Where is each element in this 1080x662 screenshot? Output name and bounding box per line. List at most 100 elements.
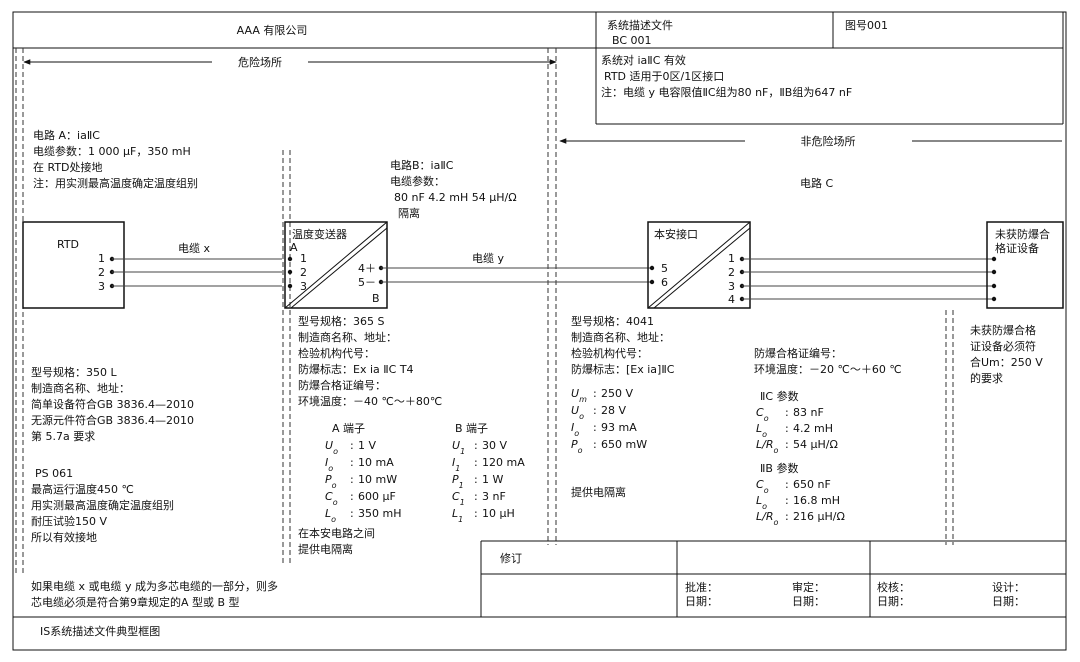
- group-iic-colon-0: :: [785, 406, 789, 419]
- uncertified-title-2: 格证设备: [995, 241, 1039, 255]
- check-date: 日期：: [877, 595, 910, 608]
- svg-text:所以有效接地: 所以有效接地: [31, 530, 97, 544]
- svg-text:芯电缆必须是符合第9章规定的A 型或 B 型: 芯电缆必须是符合第9章规定的A 型或 B 型: [31, 595, 240, 609]
- circuit-c-label: 电路 C: [800, 177, 833, 190]
- doc-title: 系统描述文件: [607, 18, 673, 32]
- group-iib-symbol-1: Lo: [756, 494, 767, 511]
- svg-text:合Um：250 V: 合Um：250 V: [970, 355, 1043, 369]
- svg-text:环境温度：－40 ℃～＋80℃: 环境温度：－40 ℃～＋80℃: [298, 394, 442, 408]
- barrier-param-colon-1: :: [593, 404, 597, 417]
- terminal-b-symbol-0: U1: [452, 439, 465, 456]
- transmitter-pin-1: 1: [300, 252, 307, 265]
- group-iib-colon-0: :: [785, 478, 789, 491]
- system-note-3: 注：电缆 y 电容限值ⅡC组为80 nF，ⅡB组为647 nF: [601, 85, 852, 99]
- non-hazardous-zone-indicator: 非危险场所: [559, 134, 1062, 148]
- cable-x-label: 电缆 x: [178, 242, 210, 255]
- svg-text:防爆合格证编号：: 防爆合格证编号：: [754, 346, 842, 360]
- terminal-a-symbol-4: Lo: [325, 507, 336, 524]
- group-iib-symbol-0: Co: [756, 478, 769, 495]
- svg-text:型号规格：365 S: 型号规格：365 S: [298, 314, 384, 328]
- svg-text:用实测最高温度确定温度组别: 用实测最高温度确定温度组别: [31, 498, 174, 512]
- svg-text:PS 061: PS 061: [35, 467, 73, 480]
- barrier-isolation: 提供电隔离: [571, 485, 626, 499]
- transmitter-pin-4: 4＋: [358, 262, 376, 275]
- barrier-param-symbol-2: Io: [571, 421, 579, 438]
- svg-text:制造商名称、地址：: 制造商名称、地址：: [571, 330, 670, 344]
- terminal-a-colon-3: :: [350, 490, 354, 503]
- terminal-b-value-0: 30 V: [482, 439, 507, 452]
- barrier-cert: 防爆合格证编号： 环境温度：－20 ℃～＋60 ℃: [754, 346, 902, 376]
- cable-y-label: 电缆 y: [472, 252, 504, 265]
- barrier-title: 本安接口: [654, 227, 698, 241]
- group-iic-symbol-0: Co: [756, 406, 769, 423]
- transmitter-info: 型号规格：365 S 制造商名称、地址： 检验机构代号： 防爆标志：Ex ia …: [298, 314, 442, 408]
- terminal-a-symbol-0: Uo: [325, 439, 338, 456]
- non-hazardous-zone-label: 非危险场所: [801, 134, 856, 148]
- uncertified-title-1: 未获防爆合: [995, 227, 1050, 241]
- transmitter-isolation: 在本安电路之间 提供电隔离: [298, 526, 375, 556]
- drawing-border: [12, 11, 1067, 651]
- approve-label: 批准：: [685, 580, 718, 594]
- uncertified-device-block: 未获防爆合 格证设备: [986, 221, 1064, 309]
- svg-text:制造商名称、地址：: 制造商名称、地址：: [31, 381, 130, 395]
- svg-text:B 端子: B 端子: [455, 422, 488, 435]
- svg-text:制造商名称、地址：: 制造商名称、地址：: [298, 330, 397, 344]
- svg-text:型号规格：4041: 型号规格：4041: [571, 314, 654, 328]
- transmitter-title: 温度变送器: [292, 227, 347, 241]
- svg-text:A 端子: A 端子: [332, 422, 365, 435]
- svg-text:未获防爆合格: 未获防爆合格: [970, 323, 1036, 337]
- transmitter-side-a: A: [290, 241, 298, 254]
- svg-text:证设备必须符: 证设备必须符: [970, 339, 1036, 353]
- terminal-b-colon-3: :: [474, 490, 478, 503]
- barrier-pin-6: 6: [661, 276, 668, 289]
- uncertified-note: 未获防爆合格 证设备必须符 合Um：250 V 的要求: [970, 323, 1043, 385]
- barrier-pin-1: 1: [728, 252, 735, 265]
- terminal-a-value-2: 10 mW: [358, 473, 397, 486]
- terminal-b-colon-2: :: [474, 473, 478, 486]
- terminal-b-symbol-4: L1: [452, 507, 463, 524]
- revision-label: 修订: [500, 551, 522, 565]
- group-iic-symbol-1: Lo: [756, 422, 767, 439]
- terminal-a-symbol-1: Io: [325, 456, 333, 473]
- group-iic-colon-2: :: [785, 438, 789, 451]
- rtd-pin-2: 2: [98, 266, 105, 279]
- design-date: 日期：: [992, 595, 1025, 608]
- barrier-param-value-0: 250 V: [601, 387, 633, 400]
- circuit-b-info: 电路B：iaⅡC 电缆参数： 80 nF 4.2 mH 54 μH/Ω 隔离: [390, 159, 517, 220]
- design-label: 设计：: [992, 581, 1025, 594]
- svg-text:最高运行温度450 ℃: 最高运行温度450 ℃: [31, 482, 134, 496]
- svg-text:注：用实测最高温度确定温度组别: 注：用实测最高温度确定温度组别: [33, 176, 198, 190]
- svg-text:如果电缆 x 或电缆 y 成为多芯电缆的一部分，则多: 如果电缆 x 或电缆 y 成为多芯电缆的一部分，则多: [31, 579, 278, 593]
- terminal-b-value-3: 3 nF: [482, 490, 506, 503]
- svg-text:型号规格：350 L: 型号规格：350 L: [31, 365, 117, 379]
- svg-text:提供电隔离: 提供电隔离: [298, 542, 353, 556]
- group-iib-colon-1: :: [785, 494, 789, 507]
- terminal-b-value-1: 120 mA: [482, 456, 525, 469]
- svg-text:无源元件符合GB 3836.4—2010: 无源元件符合GB 3836.4—2010: [31, 413, 194, 427]
- terminal-a-value-0: 1 V: [358, 439, 376, 452]
- barrier-param-symbol-0: Um: [571, 387, 587, 404]
- group-iic-colon-1: :: [785, 422, 789, 435]
- rtd-block: RTD 1 2 3: [22, 221, 125, 309]
- terminal-b-symbol-2: P1: [452, 473, 464, 490]
- transmitter-pin-5: 5－: [358, 276, 376, 289]
- group-iic-value-1: 4.2 mH: [793, 422, 833, 435]
- svg-text:电缆参数：1 000 μF，350 mH: 电缆参数：1 000 μF，350 mH: [33, 144, 191, 158]
- barrier-pin-5: 5: [661, 262, 668, 275]
- barrier-param-value-3: 650 mW: [601, 438, 647, 451]
- svg-text:ⅡC 参数: ⅡC 参数: [760, 389, 799, 403]
- terminal-b-colon-0: :: [474, 439, 478, 452]
- svg-text:简单设备符合GB 3836.4—2010: 简单设备符合GB 3836.4—2010: [31, 397, 194, 411]
- svg-text:防爆标志：[Ex ia]ⅡC: 防爆标志：[Ex ia]ⅡC: [571, 362, 675, 376]
- barrier-param-colon-0: :: [593, 387, 597, 400]
- approve-date: 日期：: [685, 595, 718, 608]
- group-iic-symbol-2: L/Ro: [756, 438, 778, 455]
- barrier-pin-2: 2: [728, 266, 735, 279]
- svg-text:环境温度：－20 ℃～＋60 ℃: 环境温度：－20 ℃～＋60 ℃: [754, 362, 902, 376]
- hazardous-zone-indicator: 危险场所: [23, 55, 557, 69]
- barrier-info: 型号规格：4041 制造商名称、地址： 检验机构代号： 防爆标志：[Ex ia]…: [571, 314, 675, 499]
- terminal-b-colon-1: :: [474, 456, 478, 469]
- diagram-caption: IS系统描述文件典型框图: [40, 624, 160, 638]
